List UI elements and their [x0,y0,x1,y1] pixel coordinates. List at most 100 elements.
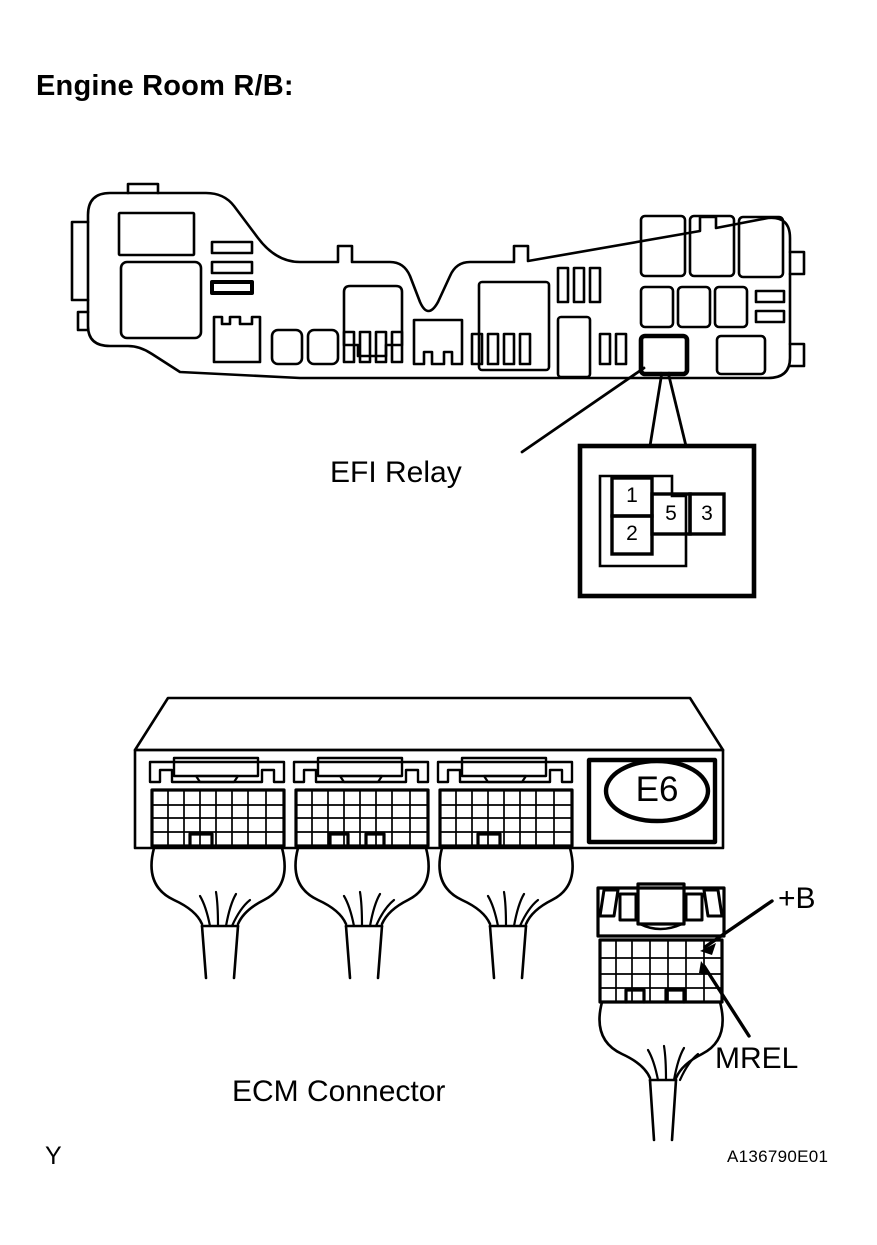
relay-block-group [70,182,806,380]
relay-pin-number-3: 3 [701,502,713,525]
relay-terminal-detail-group [577,371,757,599]
ecm-conn-a-foot [188,832,214,848]
ecm-conn-b-latch [292,760,430,784]
relay-right-tab-upper [788,250,806,276]
relay-block-outline [86,191,792,380]
ecm-connector-b [292,756,430,980]
ecm-conn-a-pin-grid [151,789,285,847]
relay-fuse-large-bottom [119,260,203,340]
relay-vfuse-5 [470,332,484,366]
ecm-conn-c-harness [488,924,528,980]
relay-slit-3 [588,266,602,304]
ecm-top-plate [133,696,725,752]
ecm-conn-c-pin-grid [439,789,573,847]
relay-strip-fuse-3 [210,280,254,295]
relay-mid-right-3 [713,285,749,329]
e6-conn-wire-left [598,1000,652,1080]
ecm-conn-b-wire-left [294,846,348,926]
ecm-conn-b-tab-inner [338,774,384,784]
ecm-connector-c [436,756,574,980]
relay-strip-fuse-1 [210,240,254,255]
relay-slit-1 [556,266,570,304]
relay-pin-number-1: 1 [626,484,638,507]
detail-frame [577,443,757,599]
relay-notched-fuse-left [212,315,262,364]
relay-vfuse-4 [390,330,404,364]
e6-conn-strands [646,1044,700,1082]
e6-conn-pin-field [598,938,724,1004]
relay-square-a [270,328,304,366]
e6-conn-latch-right-fin [702,888,724,918]
relay-pin-number-5: 5 [665,502,677,525]
relay-top-right-2 [688,214,736,278]
relay-fuse-large-top [117,211,196,257]
ecm-conn-b-tab [316,756,404,778]
ecm-conn-b-wire-right [380,846,430,926]
e6-conn-latch-right-fin2 [684,892,704,922]
relay-slit-4 [598,332,612,366]
efi-relay-socket [638,333,690,377]
plus-b-leader-line [703,899,774,949]
e6-connector-group [596,882,726,1142]
relay-vfuse-1 [342,330,356,364]
ecm-conn-c-wire-left [438,846,492,926]
efi-relay-leader-line [520,366,646,454]
e6-conn-latch-left-fin2 [618,892,638,922]
plus-b-arrowhead [700,943,716,955]
ecm-code-badge-label: E6 [635,770,679,809]
ecm-conn-c-latch [436,760,574,784]
ecm-conn-a-tab [172,756,260,778]
relay-notched-fuse-center [412,318,464,366]
relay-right-tab-lower [788,342,806,368]
relay-mid-right-1 [639,285,675,329]
detail-pin-cell-3 [688,492,726,536]
relay-center-block-2 [477,280,551,372]
ecm-conn-a-wire-right [236,846,286,926]
ecm-code-badge-oval [603,758,711,824]
ecm-conn-c-wire-right [524,846,574,926]
relay-left-connector-tab [70,220,90,302]
ecm-conn-a-strands [198,890,252,928]
relay-strip-right-1 [754,289,786,304]
relay-top-nub-left [126,182,160,195]
relay-strip-right-2 [754,309,786,324]
mrel-leader-line [702,964,751,1038]
ecm-conn-a-harness [200,924,240,980]
relay-vfuse-3 [374,330,388,364]
ecm-conn-b-harness [344,924,384,980]
ecm-front-face [133,748,725,850]
relay-vfuse-2 [358,330,372,364]
relay-vfuse-6 [486,332,500,366]
e6-conn-latch-center-lip [638,922,684,931]
relay-slit-5 [614,332,628,366]
relay-top-right-3 [737,215,785,279]
efi-relay-callout-lines [520,366,646,454]
ecm-conn-a-latch [148,760,286,784]
ecm-conn-b-strands [342,890,396,928]
relay-bottom-right-2 [715,334,767,376]
relay-pin-number-2: 2 [626,522,638,545]
relay-strip-fuse-2 [210,260,254,275]
e6-terminal-callouts [699,899,774,1038]
ecm-conn-c-foot [476,832,502,848]
relay-top-right-1 [639,214,687,278]
ecm-connector-label: ECM Connector [232,1075,446,1108]
terminal-label-plus-b: +B [778,882,816,915]
mrel-arrowhead [699,961,711,975]
e6-conn-latch-left-fin [598,888,620,918]
e6-conn-harness [648,1078,678,1142]
figure-id: A136790E01 [727,1147,829,1166]
page-title: Engine Room R/B: [36,70,294,102]
ecm-conn-a-wire-left [150,846,204,926]
ecm-connector-a [148,756,286,980]
efi-relay-callout-label: EFI Relay [330,456,462,489]
relay-vfuse-7 [502,332,516,366]
ecm-conn-c-tab-inner [482,774,528,784]
ecm-conn-b-foot [328,832,386,848]
e6-conn-latch-center [636,882,686,926]
relay-mid-right-2 [676,285,712,329]
relay-vfuse-8 [518,332,532,366]
e6-conn-foot [624,988,686,1004]
